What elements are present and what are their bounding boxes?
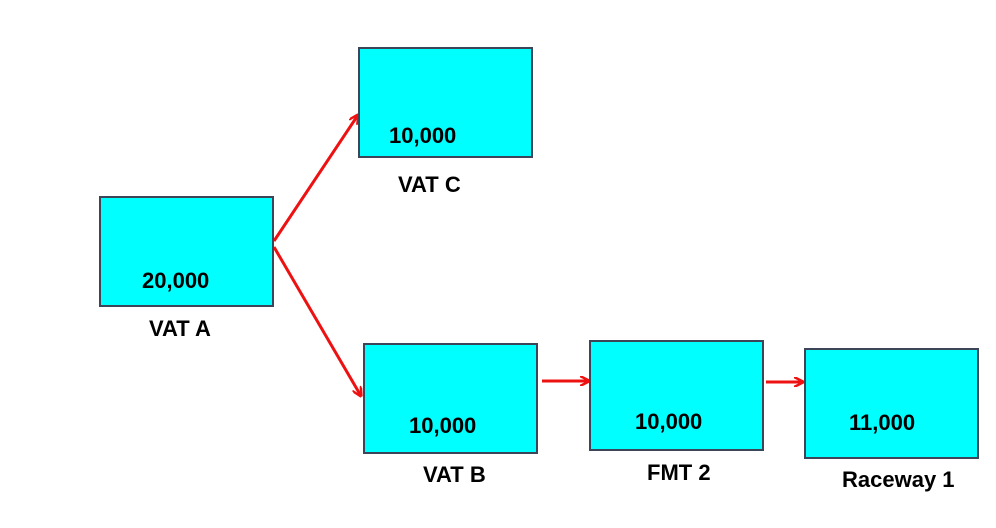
node-label: VAT C bbox=[398, 172, 461, 197]
node-vat-c: 10,000 bbox=[358, 47, 533, 158]
node-value: 10,000 bbox=[389, 123, 457, 148]
node-label: VAT A bbox=[149, 316, 211, 341]
node-value: 10,000 bbox=[635, 409, 703, 434]
node-value: 10,000 bbox=[409, 413, 477, 438]
node-vat-b: 10,000 bbox=[363, 343, 538, 454]
node-value: 11,000 bbox=[849, 410, 916, 435]
node-label: VAT B bbox=[423, 462, 486, 487]
arrow-vat-a-to-vat-b bbox=[272, 246, 361, 396]
node-label: FMT 2 bbox=[647, 460, 711, 485]
node-vat-a: 20,000 bbox=[99, 196, 274, 307]
node-fmt-2: 10,000 bbox=[589, 340, 764, 451]
arrow-vat-a-to-vat-c bbox=[272, 115, 358, 242]
node-label: Raceway 1 bbox=[842, 467, 955, 492]
node-value: 20,000 bbox=[142, 268, 210, 293]
node-raceway-1: 11,000 bbox=[804, 348, 979, 459]
